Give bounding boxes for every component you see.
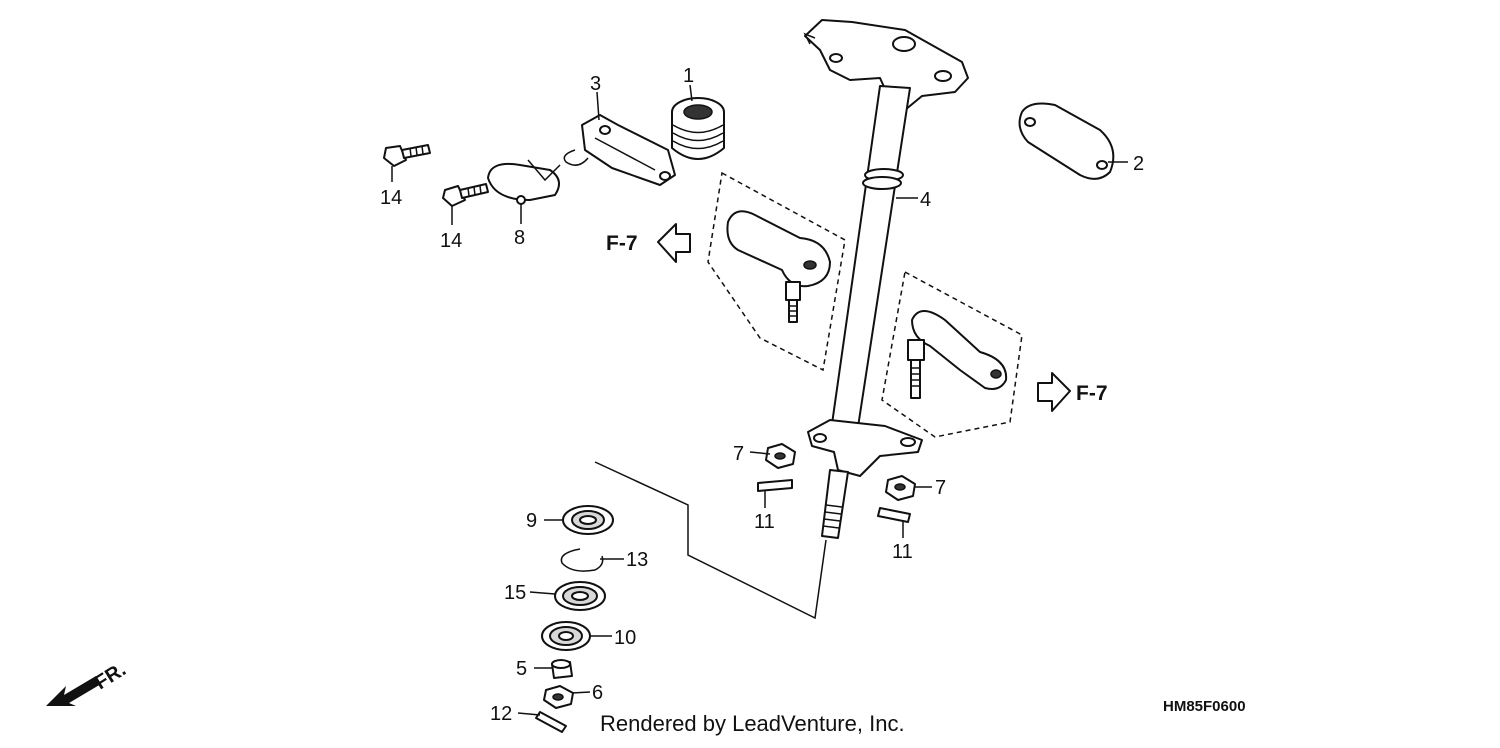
nut-right[interactable] [885,475,916,501]
credit-text: Rendered by LeadVenture, Inc. [600,711,905,736]
callout-5: 5 [516,658,527,680]
cotter-pin-right[interactable] [877,507,911,523]
callout-8: 8 [514,227,525,249]
callout-7-right: 7 [935,477,946,499]
assembly-bracket-line [594,461,827,620]
lower-seal[interactable] [541,621,591,651]
callout-11-right: 11 [892,541,913,563]
callout-15: 15 [504,582,526,604]
callout-6: 6 [592,682,603,704]
lower-cotter-pin[interactable] [535,711,567,733]
callout-2: 2 [1133,153,1144,175]
callout-4: 4 [920,189,931,211]
callout-13: 13 [626,549,648,571]
bolt-lower[interactable] [442,183,489,207]
cotter-pin-left[interactable] [757,479,793,492]
steering-shaft[interactable] [803,19,969,539]
callout-10: 10 [614,627,636,649]
callout-14-lower: 14 [440,230,462,252]
svg-text:F-7: F-7 [1076,382,1108,405]
snap-ring[interactable] [560,548,604,572]
reference-f7-right[interactable]: F-7 [1037,372,1108,412]
nut-left[interactable] [765,443,796,469]
reference-f7-left[interactable]: F-7 [606,223,691,263]
svg-text:FR.: FR. [91,659,130,695]
collar[interactable] [551,659,573,679]
front-direction-arrow: FR. [46,659,130,706]
bearing[interactable] [554,581,606,611]
bolt-upper[interactable] [383,144,431,167]
tie-rod-end-right[interactable] [881,270,1023,438]
diagram-code: HM85F0600 [1163,698,1246,715]
oil-seal[interactable] [562,505,614,535]
callout-9: 9 [526,510,537,532]
callout-7-left: 7 [733,443,744,465]
shaft-bracket[interactable] [563,114,676,186]
callout-14-upper: 14 [380,187,402,209]
svg-text:F-7: F-7 [606,232,638,255]
bushing[interactable] [671,97,725,160]
holder-plate[interactable] [1018,102,1115,180]
callout-11-left: 11 [754,511,775,533]
callout-1: 1 [683,65,694,87]
tie-rod-end-left[interactable] [707,171,846,372]
callout-12: 12 [490,703,512,725]
lower-nut[interactable] [543,685,574,709]
clamp[interactable] [487,159,561,205]
callout-3: 3 [590,73,601,95]
